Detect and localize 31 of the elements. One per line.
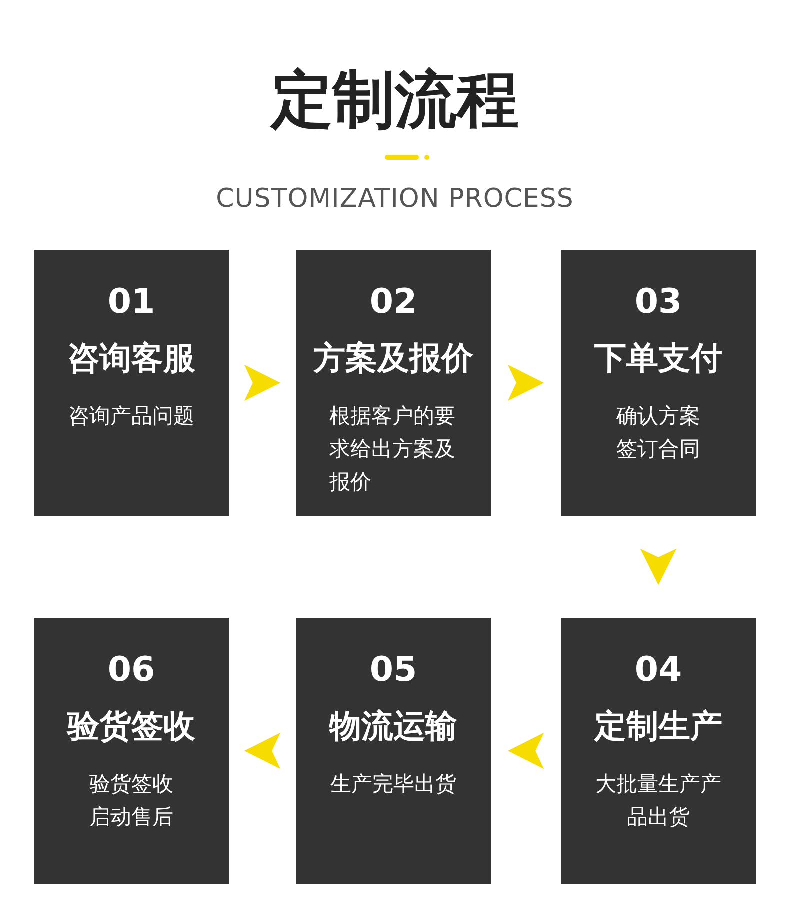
step-number: 03 xyxy=(634,282,684,322)
step-description: 大批量生产产品出货 xyxy=(594,771,722,831)
step-card xyxy=(34,250,229,516)
step-description: 验货签收启动售后 xyxy=(88,771,174,831)
step-description: 生产完毕出货 xyxy=(330,771,458,798)
arrow xyxy=(508,364,544,402)
step-number: 05 xyxy=(368,650,418,690)
step-title: 验货签收 xyxy=(66,706,196,746)
title: 定制流程 xyxy=(268,62,520,138)
step-card xyxy=(34,618,229,884)
step-card xyxy=(561,250,756,516)
step-number: 06 xyxy=(106,650,156,690)
step-card xyxy=(296,618,491,884)
step-title: 咨询客服 xyxy=(66,338,196,378)
arrow xyxy=(640,548,677,586)
step-card xyxy=(296,250,491,516)
step-card xyxy=(561,618,756,884)
step-title: 下单支付 xyxy=(594,338,724,378)
step-description: 确认方案签订合同 xyxy=(616,403,702,463)
step-number: 02 xyxy=(368,282,418,322)
step-description: 根据客户的要求给出方案及报价 xyxy=(330,403,456,496)
arrow xyxy=(244,732,281,770)
step-title: 定制生产 xyxy=(593,706,724,746)
arrow xyxy=(508,732,544,770)
step-title: 物流运输 xyxy=(328,706,458,746)
step-title: 方案及报价 xyxy=(312,338,474,378)
arrow xyxy=(244,364,281,402)
step-number: 01 xyxy=(106,282,156,322)
step-number: 04 xyxy=(634,650,684,690)
subtitle: CUSTOMIZATION PROCESS xyxy=(215,183,575,216)
step-description: 咨询产品问题 xyxy=(68,403,196,430)
